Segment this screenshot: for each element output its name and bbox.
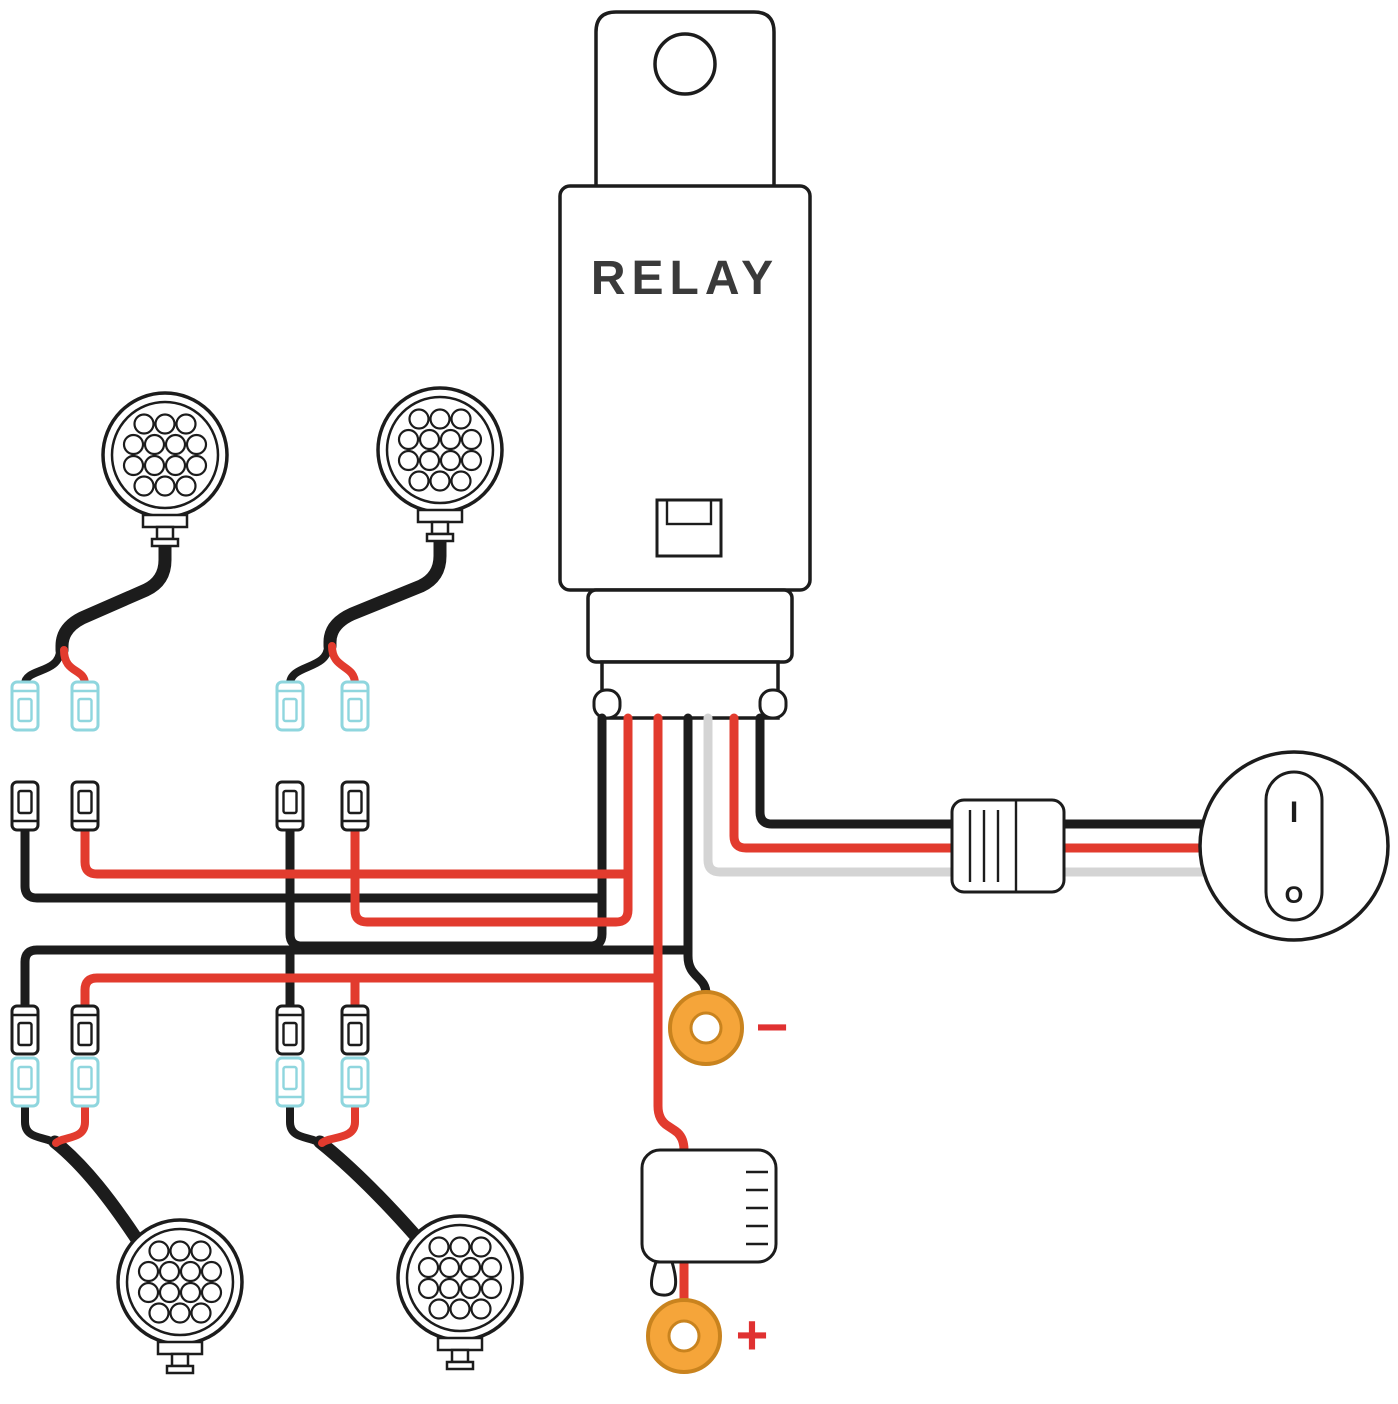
spade-connector-icon (10, 780, 40, 832)
relay-mounting-tab (594, 10, 776, 192)
switch-white-wire (703, 713, 1227, 877)
light1-black-lead (21, 646, 64, 688)
led-pod-light-rear-right (396, 1214, 524, 1371)
spade-connector-icon (10, 1056, 40, 1108)
light2-black-lead (286, 642, 332, 688)
led-pod-light-front-right (376, 386, 504, 543)
spade-connector-icon (275, 1004, 305, 1056)
ring-terminal-positive (646, 1298, 722, 1374)
light2-cable (323, 534, 447, 653)
negative-terminal-label: − (756, 995, 789, 1058)
spade-connector-icon (70, 1056, 100, 1108)
relay-latch-detail (665, 498, 713, 526)
front-right-light-black-feed-wire (285, 713, 607, 951)
switch-connector-body (950, 798, 1066, 894)
relay-mounting-hole (653, 32, 717, 96)
relay-socket-ear-right (758, 688, 788, 720)
black-spade-connectors (10, 780, 370, 1056)
ground-wire (683, 713, 711, 999)
light4-black-lead (286, 1104, 323, 1147)
front-left-light-red-feed-wire (80, 825, 633, 879)
rear-left-light-black-feed-wire (20, 945, 693, 1013)
switch-red-wire (729, 713, 1227, 853)
spade-connector-icon (70, 780, 100, 832)
spade-connector-icon (70, 680, 100, 732)
spade-connector-icon (275, 780, 305, 832)
rocker-switch-rocker (1264, 770, 1324, 922)
white-wires (703, 713, 1227, 877)
relay: RELAY (558, 10, 812, 720)
positive-terminal-label: + (736, 1303, 769, 1366)
black-wires (20, 534, 1227, 1245)
led-pod-lights (101, 386, 524, 1375)
spade-connector-icon (10, 1004, 40, 1056)
spade-connector-icon (340, 780, 370, 832)
rear-left-light-red-feed-wire (80, 973, 663, 1013)
switch-off-mark: O (1285, 882, 1304, 909)
relay-socket-ear-left (592, 688, 622, 720)
light2-red-lead (328, 642, 359, 688)
light3-cable (48, 1135, 143, 1245)
switch-on-mark: I (1290, 796, 1298, 829)
relay-label: RELAY (591, 252, 779, 305)
spade-connector-icon (10, 680, 40, 732)
fuse-holder (640, 1148, 778, 1297)
switch-black-wire (755, 713, 1227, 829)
ring-terminal-hole (689, 1011, 723, 1045)
relay-socket-lower (600, 660, 780, 720)
light3-black-lead (21, 1104, 58, 1147)
spade-connector-icon (70, 1004, 100, 1056)
red-wires (52, 642, 1227, 1307)
spade-connector-icon (275, 680, 305, 732)
led-pod-light-front-left (101, 391, 229, 548)
relay-socket-upper (586, 588, 794, 664)
ring-terminal-hole (667, 1319, 701, 1353)
light4-cable (313, 1135, 421, 1241)
led-pod-light-rear-left (116, 1218, 244, 1375)
front-right-light-red-feed-wire (350, 713, 633, 927)
spade-connector-icon (275, 1056, 305, 1108)
rocker-switch: I O (1198, 750, 1390, 942)
light3-red-lead (52, 1104, 89, 1147)
light1-cable (55, 539, 172, 657)
light4-red-lead (318, 1104, 359, 1147)
switch-connector (950, 798, 1066, 894)
light1-red-lead (60, 646, 89, 688)
front-left-light-black-feed-wire (20, 825, 607, 903)
fuse-holder-clip (649, 1260, 678, 1297)
ring-terminal-negative (668, 990, 744, 1066)
battery-positive-wire (653, 713, 689, 1307)
spade-connector-icon (340, 680, 370, 732)
spade-connector-icon (340, 1056, 370, 1108)
spade-connector-icon (340, 1004, 370, 1056)
fuse-holder-body (640, 1148, 778, 1264)
